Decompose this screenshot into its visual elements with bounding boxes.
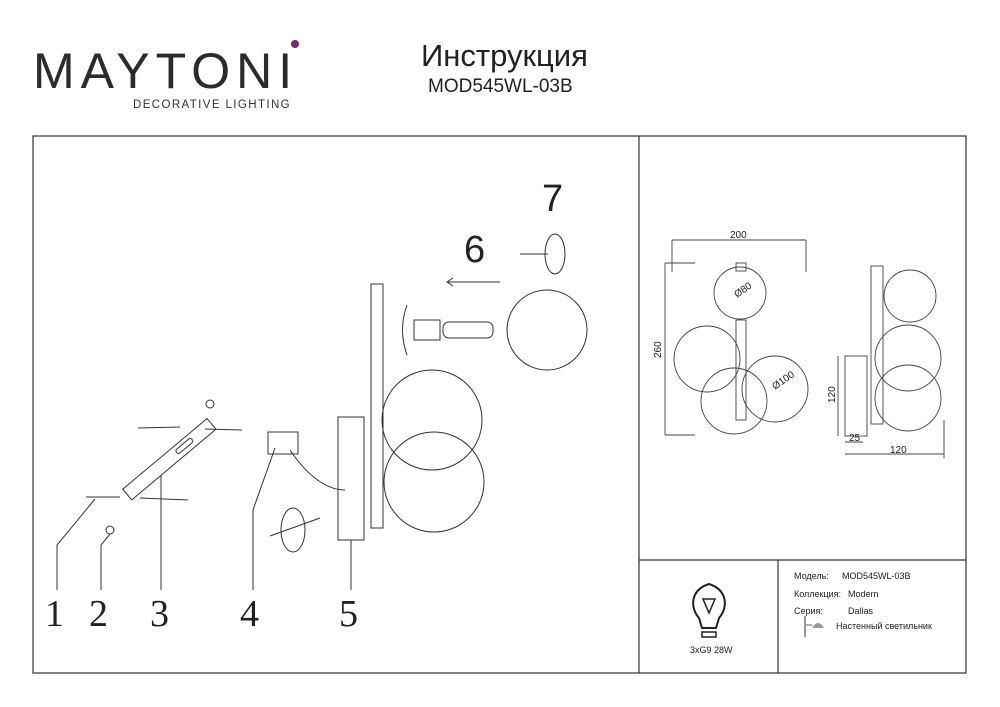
- screw: [137, 426, 181, 429]
- lamp-bar: [370, 283, 384, 529]
- collection-value: Modern: [848, 589, 879, 599]
- fixture-type: Настенный светильник: [836, 621, 932, 631]
- dim-base-height: 120: [827, 386, 838, 403]
- dim-width: 200: [730, 230, 747, 241]
- step-1-label: 1: [45, 593, 64, 635]
- mounting-bracket: [122, 417, 217, 501]
- series-value: Dallas: [848, 606, 874, 616]
- terminal-block: [267, 431, 299, 455]
- wall-plate: [337, 416, 365, 541]
- socket: [413, 319, 441, 341]
- dim-depth: 120: [890, 445, 907, 456]
- step-3-label: 3: [150, 593, 169, 635]
- outer-frame: [32, 135, 967, 674]
- globe: [506, 289, 588, 371]
- globe: [383, 431, 485, 533]
- collection-label: Коллекция:: [794, 589, 842, 599]
- dim-large-globe: Ø100: [770, 369, 797, 392]
- g9-bulb: [442, 321, 494, 339]
- document-title: Инструкция: [421, 38, 588, 73]
- dim-base-depth: 25: [849, 433, 861, 444]
- step-2-label: 2: [89, 593, 108, 635]
- model-value: MOD545WL-03B: [842, 571, 911, 581]
- model-number: MOD545WL-03B: [428, 76, 573, 97]
- screw: [204, 428, 243, 431]
- brand-tagline: DECORATIVE LIGHTING: [133, 99, 292, 111]
- wall-light-icon: [804, 616, 824, 637]
- step-6-label: 6: [464, 229, 485, 271]
- front-view: [664, 239, 945, 458]
- dim-height: 260: [653, 341, 664, 358]
- screw-head: [205, 399, 215, 409]
- model-label: Модель:: [794, 571, 829, 581]
- assembly-diagram: [56, 233, 588, 590]
- bulb-spec: 3xG9 28W: [690, 645, 733, 655]
- step-4-label: 4: [240, 593, 259, 635]
- brand-logo: MAYTONI: [33, 43, 299, 99]
- step-7-label: 7: [542, 178, 563, 220]
- lamp-holder: [402, 304, 408, 356]
- screw-head: [105, 525, 115, 535]
- step-5-label: 5: [339, 593, 358, 635]
- brand-logo-dot: [291, 40, 299, 48]
- bulb-icon: [692, 582, 726, 638]
- dim-small-globe: Ø80: [732, 280, 754, 300]
- series-label: Серия:: [794, 606, 823, 616]
- globe: [381, 369, 483, 471]
- side-base: [844, 355, 868, 437]
- screw: [139, 497, 189, 501]
